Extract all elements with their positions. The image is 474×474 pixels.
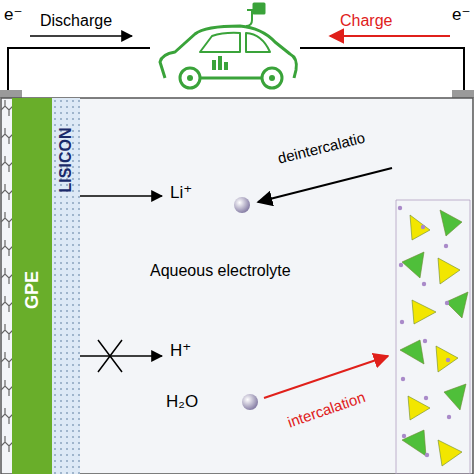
electron-label: e⁻ xyxy=(4,4,22,25)
cell-housing xyxy=(1,98,473,474)
terminal xyxy=(0,90,22,98)
band-label: GPE xyxy=(22,271,43,309)
discharge-label: Discharge xyxy=(40,12,112,30)
terminal xyxy=(452,90,474,98)
water-sphere xyxy=(242,394,258,410)
crystal-structure xyxy=(396,200,470,474)
band-label: LISICON xyxy=(57,128,75,193)
electron-label: e⁻ xyxy=(452,4,470,25)
ion-sphere xyxy=(234,197,250,213)
electrolyte-label: Aqueous electrolyte xyxy=(150,262,291,280)
gpe-band: GPE xyxy=(12,98,52,474)
deintercalation-arrow xyxy=(258,168,392,202)
car-icon xyxy=(160,4,296,88)
wire xyxy=(8,48,150,96)
charge-label: Charge xyxy=(340,12,392,30)
molecule-label: H₂O xyxy=(166,392,198,412)
intercalation-arrow xyxy=(264,356,388,398)
ion-label: Li⁺ xyxy=(170,182,192,203)
discharge-arrow xyxy=(30,35,132,37)
wire xyxy=(300,48,464,96)
block-cross xyxy=(98,340,122,372)
charge-arrow xyxy=(330,35,450,37)
ion-label: H⁺ xyxy=(170,340,191,361)
car-decor xyxy=(187,56,275,81)
lisicon-band: LISICON xyxy=(52,98,80,474)
